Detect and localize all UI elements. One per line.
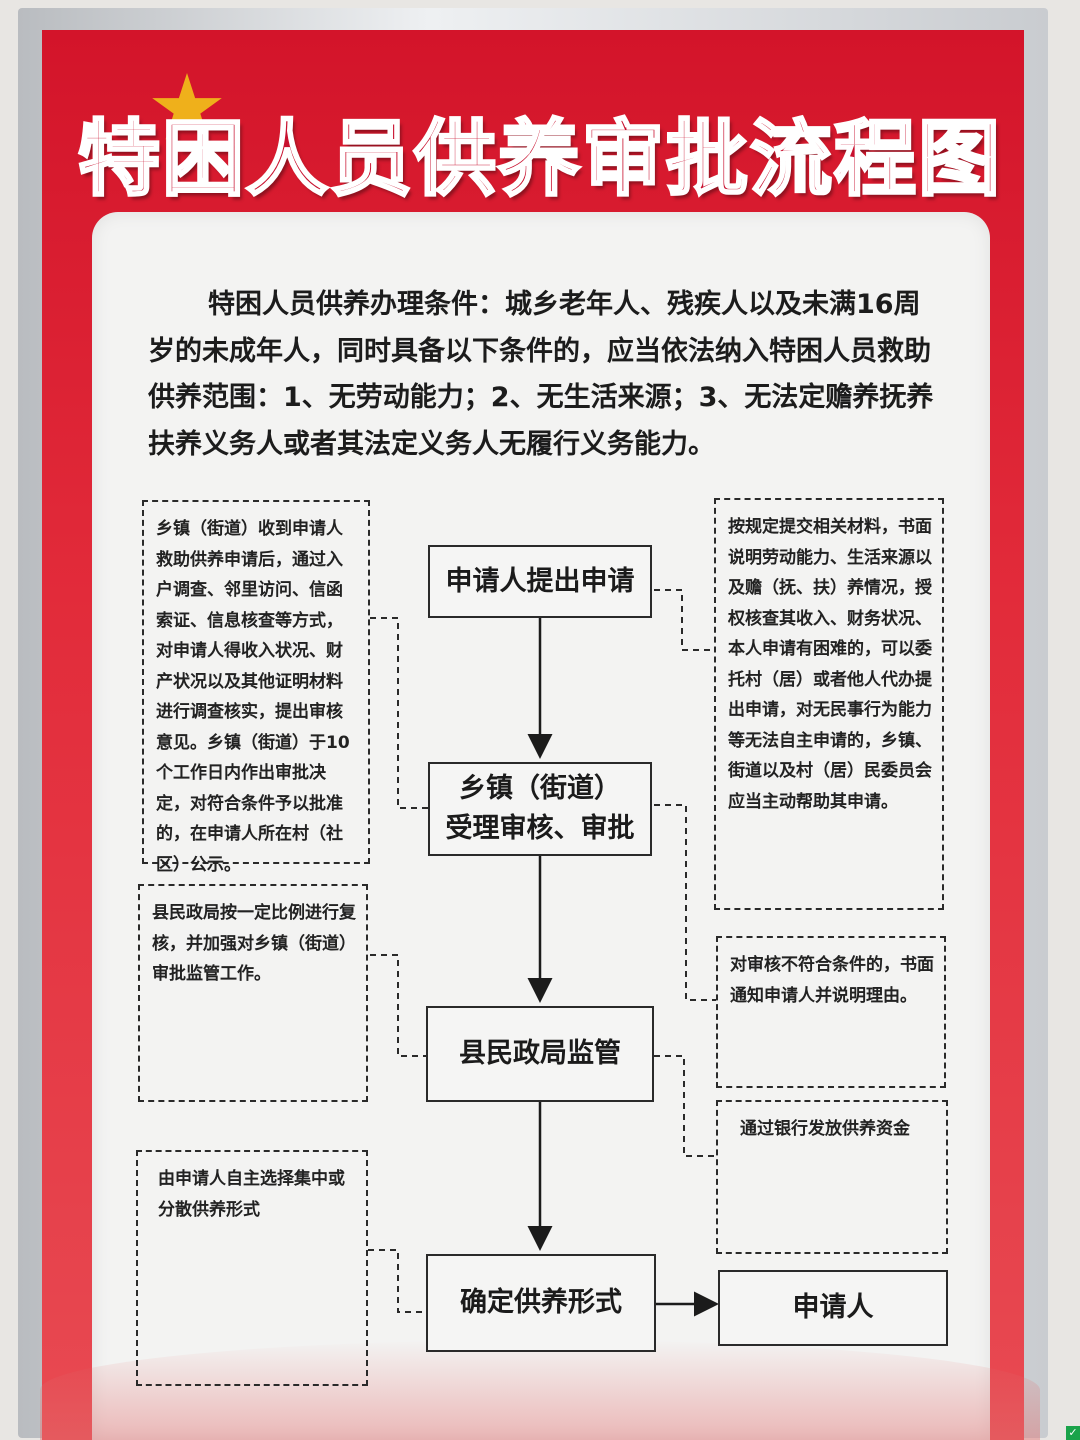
step-form-label: 确定供养形式: [460, 1287, 622, 1318]
step-apply: 申请人提出申请: [428, 545, 652, 618]
note-county-review: 县民政局按一定比例进行复核，并加强对乡镇（街道）审批监管工作。: [138, 884, 368, 1102]
note-bank-payment: 通过银行发放供养资金: [716, 1100, 948, 1254]
page-title: 特困人员供养审批流程图: [76, 111, 1002, 209]
note-submit-materials: 按规定提交相关材料，书面说明劳动能力、生活来源以及赡（抚、扶）养情况，授权核查其…: [714, 498, 944, 910]
step-determine-form: 确定供养形式: [426, 1254, 656, 1352]
step-town-line2: 受理审核、审批: [445, 813, 635, 844]
check-icon: ✓: [1066, 1426, 1080, 1440]
step-apply-label: 申请人提出申请: [445, 565, 635, 597]
star-icon: [152, 72, 222, 140]
step-applicant: 申请人: [718, 1270, 948, 1346]
note-town-process: 乡镇（街道）收到申请人救助供养申请后，通过入户调查、邻里访问、信函索证、信息核查…: [142, 500, 370, 875]
step-applicant-label: 申请人: [792, 1292, 874, 1323]
step-county-label: 县民政局监管: [459, 1038, 621, 1069]
note-rejection: 对审核不符合条件的，书面通知申请人并说明理由。: [716, 936, 946, 1088]
conditions-paragraph: 特困人员供养办理条件：城乡老年人、残疾人以及未满16周岁的未成年人，同时具备以下…: [148, 289, 934, 460]
step-county-supervision: 县民政局监管: [426, 1006, 654, 1102]
decorative-wave: [40, 1340, 1040, 1440]
step-town-review: 乡镇（街道） 受理审核、审批: [428, 762, 652, 856]
note-choose-form: 由申请人自主选择集中或分散供养形式: [136, 1150, 368, 1386]
step-town-line1: 乡镇（街道）: [459, 773, 621, 804]
